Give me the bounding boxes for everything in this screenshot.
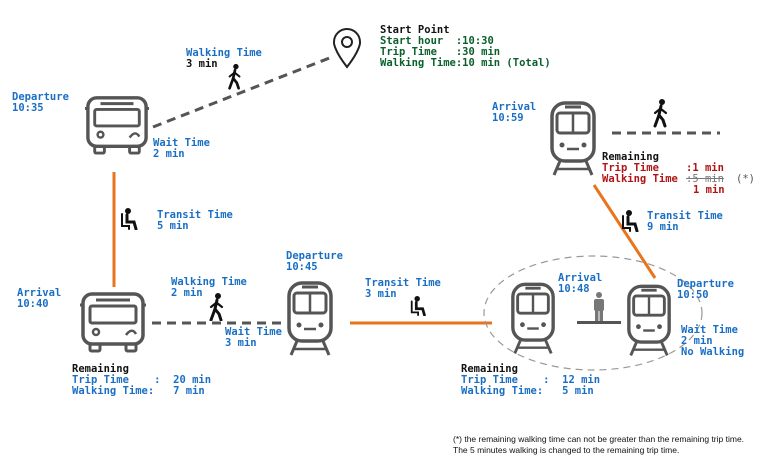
final-arrival-time: 10:59 <box>492 112 524 124</box>
tram1-arrival-time: 10:48 <box>558 283 590 295</box>
start-trip-time: Trip Time :30 min <box>380 46 501 58</box>
tram2-departure-label: Departure <box>677 278 734 290</box>
footnote-line-1: (*) the remaining walking time can not b… <box>453 434 745 444</box>
tram1-departure-time: 10:45 <box>286 261 318 273</box>
transit-bus-value: 5 min <box>157 220 189 232</box>
remaining-3-walk-value: 1 min <box>693 184 725 196</box>
remaining-3-walk-label: Walking Time <box>602 173 678 185</box>
walking-person-icon <box>228 63 241 90</box>
tram2-wait-value: 2 min <box>681 335 713 347</box>
start-walking-time: Walking Time:10 min (Total) <box>380 57 551 69</box>
seated-passenger-icon <box>120 208 138 230</box>
walking-person-icon <box>209 293 224 321</box>
remaining-1-walk: Walking Time: 7 min <box>72 385 205 397</box>
standing-person-icon <box>594 292 604 322</box>
remaining-2-trip: Trip Time : 12 min <box>461 374 601 386</box>
tram-wait-value: 3 min <box>225 337 257 349</box>
bus-departure-time: 10:35 <box>12 102 44 114</box>
walk-line-start-to-bus <box>152 55 333 129</box>
walking-person-icon <box>653 98 668 128</box>
transfer-group-outline <box>483 255 703 371</box>
seated-passenger-icon <box>410 296 426 316</box>
remaining-3-trip-value: :1 min <box>686 162 724 174</box>
start-hour: Start hour :10:30 <box>380 35 494 47</box>
bus-departure-label: Departure <box>12 91 69 103</box>
footnote-line-2: The 5 minutes walking is changed to the … <box>453 445 680 455</box>
transit-tram2-label: Transit Time <box>647 210 723 222</box>
remaining-2-walk: Walking Time: 5 min <box>461 385 594 397</box>
remaining-3-walk-struck: :5 min <box>686 173 724 185</box>
remaining-3-trip-label: Trip Time <box>602 162 659 174</box>
transit-tram2-value: 9 min <box>647 221 679 233</box>
final-arrival-label: Arrival <box>492 101 537 113</box>
transit-bus-label: Transit Time <box>157 209 233 221</box>
start-point-title: Start Point <box>380 24 450 36</box>
tram-icon <box>511 282 555 356</box>
seated-passenger-icon <box>621 210 639 232</box>
transfer-connector <box>577 321 621 324</box>
tram2-no-walking: No Walking <box>681 346 745 358</box>
walk-to-tram-label: Walking Time <box>171 276 247 288</box>
bus-arrival-label: Arrival <box>17 287 62 299</box>
tram-icon <box>550 101 596 177</box>
bus-arrival-time: 10:40 <box>17 298 49 310</box>
remaining-1-title: Remaining <box>72 363 129 375</box>
remaining-1-trip: Trip Time : 20 min <box>72 374 212 386</box>
remaining-2-title: Remaining <box>461 363 518 375</box>
tram1-arrival-label: Arrival <box>558 272 603 284</box>
tram2-departure-time: 10:50 <box>677 289 709 301</box>
walk-to-tram-value: 2 min <box>171 287 203 299</box>
bus-wait-value: 2 min <box>153 148 185 160</box>
remaining-3-title: Remaining <box>602 151 659 163</box>
transit-tram-value: 3 min <box>365 288 397 300</box>
remaining-3-walk-marker: (*) <box>736 173 755 185</box>
walk-to-bus-label: Walking Time <box>186 47 262 59</box>
bus-icon <box>85 96 149 155</box>
transit-line-tram-2 <box>592 184 657 279</box>
bus-wait-label: Wait Time <box>153 137 210 149</box>
tram-wait-label: Wait Time <box>225 326 282 338</box>
tram-icon <box>287 281 333 357</box>
transit-tram-label: Transit Time <box>365 277 441 289</box>
tram1-departure-label: Departure <box>286 250 343 262</box>
walk-to-bus-value: 3 min <box>186 58 218 70</box>
tram-icon <box>627 284 671 358</box>
tram2-wait-label: Wait Time <box>681 324 738 336</box>
bus-icon <box>80 292 146 353</box>
pin-icon <box>332 28 362 69</box>
